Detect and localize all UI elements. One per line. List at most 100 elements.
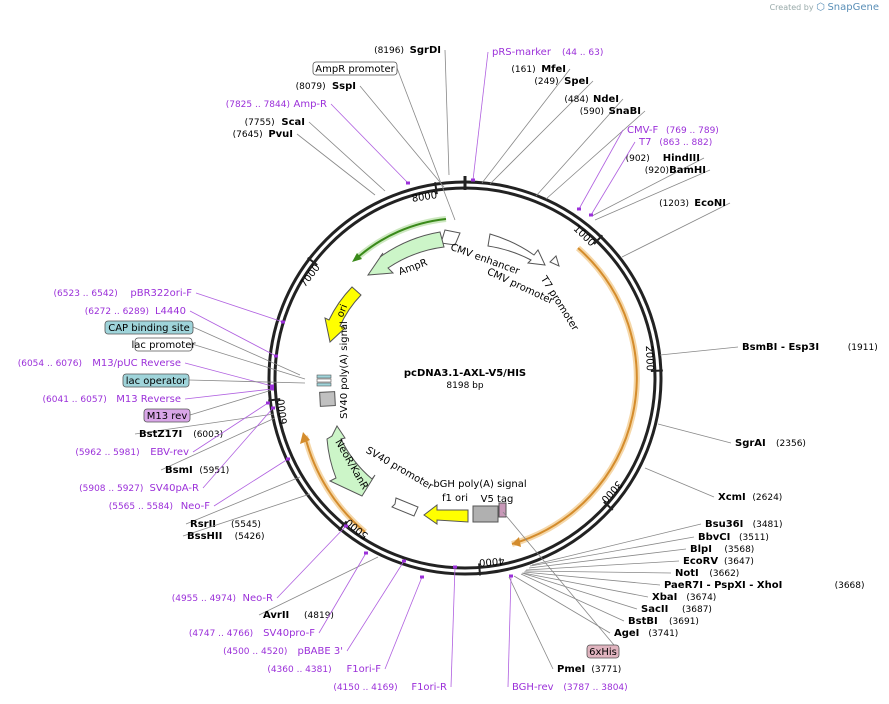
primer-leader (318, 552, 367, 634)
snapgene-credit: Created by ⬡ SnapGene (770, 2, 879, 13)
boxed-label-text: 6xHis (589, 647, 617, 658)
site-position: (3511) (739, 533, 769, 543)
primer-leader (213, 458, 289, 507)
primer-leader (192, 402, 269, 453)
feature-bgh-polya (472, 505, 499, 523)
site-name: XbaI (652, 592, 677, 603)
site-position: (7645) (233, 130, 263, 140)
primer-leader (472, 51, 489, 181)
primer-name: M13 Reverse (116, 394, 181, 405)
primer-range: (3787 .. 3804) (563, 683, 627, 693)
primer-leader (195, 292, 284, 323)
orf-neo (304, 435, 366, 533)
primer-name: Amp-R (294, 99, 328, 110)
site-name: AvrII (263, 610, 289, 621)
site-leader (513, 575, 611, 634)
site-name: XcmI (718, 492, 746, 503)
feature-ampr-promoter (440, 229, 461, 246)
primer-name: BGH-rev (512, 682, 554, 693)
site-name: BsmBI - Esp3I (742, 342, 819, 353)
site-leader (182, 493, 311, 537)
feature-ampr (366, 231, 445, 276)
site-name: SacII (641, 604, 668, 615)
boxed-label-bg (122, 373, 190, 388)
primer-range: (4360 .. 4381) (267, 665, 331, 675)
boxed-leader (502, 511, 620, 652)
primer-mark (420, 575, 424, 579)
feature-neor-kanr (326, 425, 376, 497)
primer-leader (450, 566, 456, 688)
site-position: (1911) (848, 343, 878, 353)
site-name: MfeI (541, 64, 566, 75)
primer-mark (402, 559, 406, 563)
site-position: (3662) (709, 569, 739, 579)
feature-t7 (549, 255, 560, 267)
primer-leader (184, 362, 273, 387)
boxed-label-text: M13 rev (147, 411, 188, 422)
primer-range: (6054 .. 6076) (18, 359, 82, 369)
primer-range: (7825 .. 7844) (226, 100, 290, 110)
primer-range: (4500 .. 4520) (223, 647, 287, 657)
feature-shapes (316, 229, 560, 525)
boxed-leader (189, 389, 273, 416)
site-name: HindIII (663, 153, 700, 164)
site-position: (484) (564, 95, 588, 105)
boxed-label-text: lac operator (126, 376, 187, 387)
site-leader (160, 417, 276, 471)
site-leader (520, 573, 625, 622)
site-position: (3741) (648, 629, 678, 639)
site-name: NdeI (593, 94, 619, 105)
site-name: SpeI (564, 76, 589, 87)
site-leader (525, 560, 680, 571)
site-leader (523, 571, 661, 586)
site-leader (308, 121, 386, 192)
primer-name: T7 (638, 137, 651, 148)
site-name: BbvCI (698, 532, 730, 543)
feature-v5-tag (498, 502, 507, 518)
boxed-label-text: lac promoter (132, 340, 197, 351)
site-position: (6003) (193, 430, 223, 440)
orf-axl-arrow (512, 537, 521, 547)
boxed-leader (396, 67, 456, 221)
site-name: BstZ17I (139, 429, 182, 440)
credit-prefix: Created by (769, 3, 814, 12)
tick-mark (307, 256, 318, 266)
primer-name: SV40pA-R (150, 483, 199, 494)
feature-label: f1 ori (442, 493, 468, 504)
tick-mark (434, 182, 438, 195)
primer-range: (863 .. 882) (659, 138, 712, 148)
primer-name: L4440 (155, 306, 186, 317)
site-leader (481, 68, 571, 184)
site-position: (4819) (304, 611, 334, 621)
site-leader (521, 572, 638, 610)
feature-label: SV40 promoter (364, 445, 436, 493)
site-position: (8196) (374, 46, 404, 56)
primer-leader (276, 525, 347, 599)
feature-label: bGH poly(A) signal (433, 479, 526, 490)
primer-mark (509, 574, 513, 578)
primer-name: Neo-R (243, 593, 274, 604)
credit-brand: SnapGene (827, 2, 879, 13)
primer-range: (6041 .. 6057) (43, 395, 107, 405)
site-name: SgrDI (410, 45, 441, 56)
site-name: SspI (332, 81, 356, 92)
primer-mark (281, 320, 285, 324)
site-leader (657, 423, 732, 444)
site-leader (659, 346, 739, 356)
primer-name: EBV-rev (150, 447, 189, 458)
primer-mark (344, 524, 348, 528)
site-leader (531, 523, 702, 566)
site-name: PaeR7I - PspXI - XhoI (664, 580, 782, 591)
site-name: NotI (675, 568, 699, 579)
site-position: (5951) (199, 466, 229, 476)
boxed-label-bg (312, 61, 398, 76)
primer-leader (184, 388, 273, 400)
site-position: (2356) (776, 439, 806, 449)
site-name: SnaBI (609, 106, 641, 117)
primer-mark (453, 565, 457, 569)
primer-range: (44 .. 63) (562, 48, 603, 58)
site-leader (528, 548, 687, 569)
site-position: (3771) (591, 665, 621, 675)
site-leader (508, 576, 554, 670)
feature-cap-site (316, 374, 332, 379)
